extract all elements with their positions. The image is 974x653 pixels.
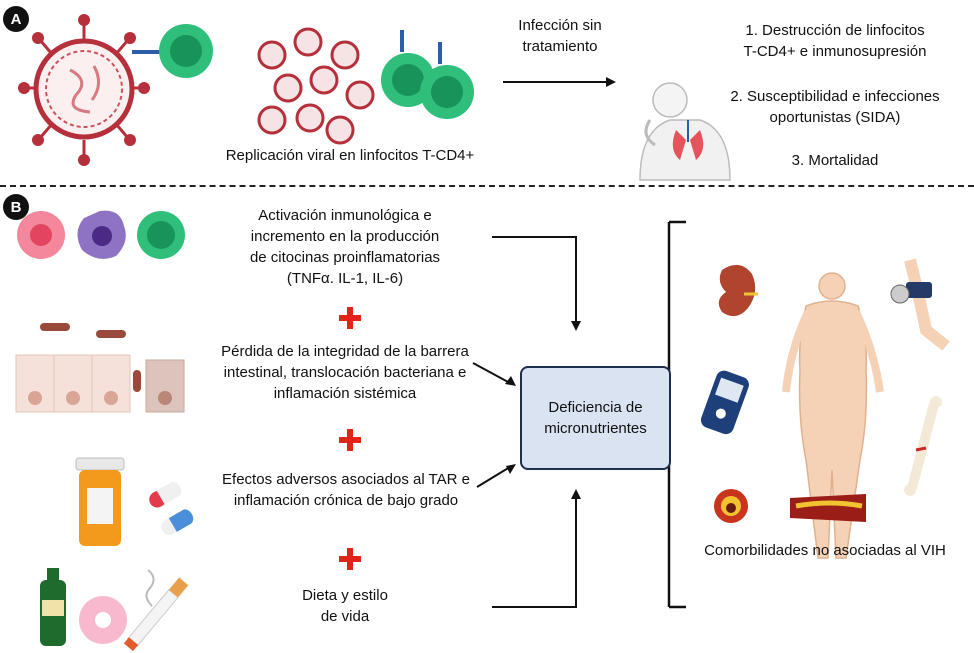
outcome-2-line2: oportunistas (SIDA) xyxy=(769,109,901,126)
factor-1-line2: incremento en la producción xyxy=(250,228,440,245)
replicating-viruses-icon xyxy=(257,27,375,145)
sick-person-icon xyxy=(639,82,731,181)
cd4-cell-icon xyxy=(159,24,213,78)
factor-2-line2: intestinal, translocación bacteriana e xyxy=(223,364,467,381)
arrow-label-line2: tratamiento xyxy=(522,38,598,55)
replication-caption: Replicación viral en linfocitos T-CD4+ xyxy=(225,147,475,164)
outcome-2: 2. Susceptibilidad e infecciones oportun… xyxy=(718,86,952,128)
center-box-line1: Deficiencia de xyxy=(548,399,643,416)
factor-1-line3: de citocinas proinflamatorias xyxy=(249,249,441,266)
factor-4-line2: de vida xyxy=(320,608,370,625)
plus-icon xyxy=(339,307,361,329)
arrow-heads xyxy=(505,321,581,499)
outcome-3: 3. Mortalidad xyxy=(722,150,948,171)
center-box-line2: micronutrientes xyxy=(544,420,647,437)
factor-art-adverse-effects: Efectos adversos asociados al TAR e infl… xyxy=(205,469,487,511)
panel-a-label: A xyxy=(3,6,29,32)
factor-intestinal-barrier: Pérdida de la integridad de la barrera i… xyxy=(200,341,490,404)
plus-icon xyxy=(339,429,361,451)
kidney-icon xyxy=(718,264,758,317)
outcome-1-line2: T-CD4+ e inmunosupresión xyxy=(743,43,927,60)
treatment-arrow xyxy=(503,77,616,87)
outcome-1-line1: 1. Destrucción de linfocitos xyxy=(745,22,925,39)
human-body-icon xyxy=(782,272,884,559)
immune-cells-icon xyxy=(17,210,185,259)
factor-3-line2: inflamación crónica de bajo grado xyxy=(233,492,459,509)
arrow-label: Infección sin tratamiento xyxy=(495,15,625,57)
comorbidities-caption: Comorbilidades no asociadas al VIH xyxy=(704,542,946,559)
panel-b-label: B xyxy=(3,194,29,220)
factor-3-line1: Efectos adversos asociados al TAR e xyxy=(222,471,470,488)
infected-cd4-cells-icon xyxy=(381,30,474,119)
medication-icon xyxy=(75,457,194,546)
artery-icon xyxy=(714,489,748,523)
panel-divider xyxy=(0,185,974,187)
outcome-2-line1: 2. Susceptibilidad e infecciones xyxy=(730,88,940,105)
factor-4-line1: Dieta y estilo xyxy=(302,587,388,604)
intestinal-barrier-icon xyxy=(15,323,185,413)
outcome-1: 1. Destrucción de linfocitos T-CD4+ e in… xyxy=(722,20,948,62)
atherosclerotic-vessel-icon xyxy=(790,494,866,522)
factor-1-line1: Activación inmunológica e xyxy=(258,207,432,224)
glucometer-icon xyxy=(700,370,749,435)
outcome-3-line1: 3. Mortalidad xyxy=(791,152,879,169)
blood-pressure-cuff-icon xyxy=(890,258,950,351)
fractured-bone-icon xyxy=(904,396,942,496)
hiv-virus-icon xyxy=(18,14,150,166)
flow-arrows xyxy=(472,236,577,608)
arrow-label-line1: Infección sin xyxy=(518,17,602,34)
factor-2-line3: inflamación sistémica xyxy=(273,385,417,402)
factor-immune-activation: Activación inmunológica e incremento en … xyxy=(210,205,480,289)
diet-lifestyle-icon xyxy=(40,568,189,652)
factor-1-line4: (TNFα. IL-1, IL-6) xyxy=(286,270,404,287)
factor-2-line1: Pérdida de la integridad de la barrera xyxy=(221,343,469,360)
factor-diet-lifestyle: Dieta y estilo de vida xyxy=(270,585,420,627)
micronutrient-deficiency-box: Deficiencia de micronutrientes xyxy=(520,366,671,470)
plus-icon xyxy=(339,548,361,570)
